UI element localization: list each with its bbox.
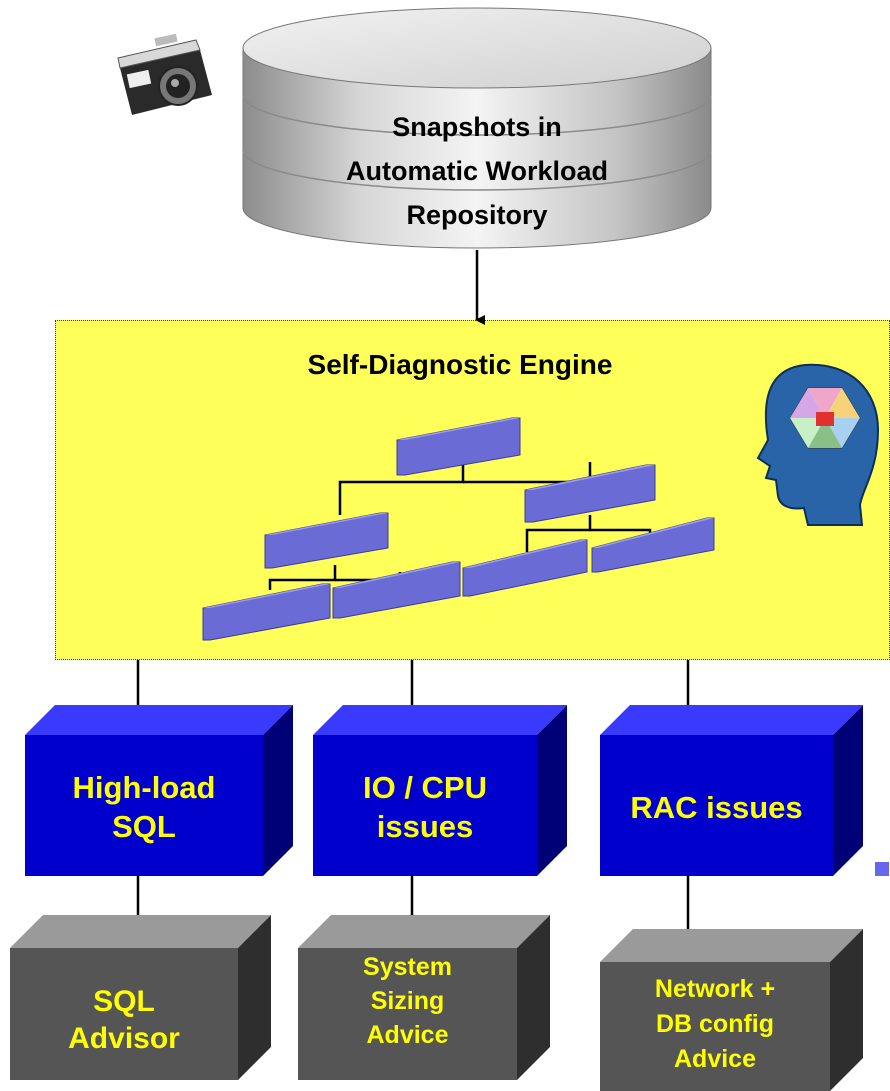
issue-label-high-load-sql: High-load SQL xyxy=(25,758,263,858)
advisor-label-line: Advice xyxy=(366,1020,449,1049)
issue-label-io-cpu: IO / CPU issues xyxy=(313,758,537,858)
bullet-square xyxy=(875,862,889,876)
advisor-label-line: DB config xyxy=(655,1010,775,1038)
issue-label-line: SQL xyxy=(112,809,176,844)
hierarchy-nodes xyxy=(202,417,715,641)
issue-box-high-load-sql xyxy=(25,705,293,876)
issue-box-io-cpu xyxy=(313,705,567,876)
repository-line-3: Repository xyxy=(406,199,548,230)
advisor-label-system-sizing: System Sizing Advice xyxy=(298,945,517,1091)
self-diagnostic-engine-panel xyxy=(55,320,890,660)
advisor-label-network-db-config: Network + DB config Advice xyxy=(600,962,830,1091)
advisor-label-sql-advisor: SQL Advisor xyxy=(10,960,238,1080)
engine-title: Self-Diagnostic Engine xyxy=(307,348,613,380)
issue-label-line: RAC issues xyxy=(630,789,803,825)
issue-label-rac: RAC issues xyxy=(600,758,833,858)
advisor-label-line: System xyxy=(363,953,452,981)
advisor-label-line: Advisor xyxy=(68,1022,180,1055)
advisor-label-line: Advice xyxy=(674,1045,756,1073)
brain-head-icon xyxy=(756,363,880,526)
issue-box-rac xyxy=(600,705,863,876)
advisor-label-line: Sizing xyxy=(370,986,445,1015)
repository-line-1: Snapshots in xyxy=(392,112,562,143)
advisor-label-line: SQL xyxy=(93,984,155,1018)
issue-label-line: High-load xyxy=(72,770,216,806)
camera-icon xyxy=(117,33,212,115)
advisor-label-line: Network + xyxy=(654,975,776,1003)
advisor-box-sql-advisor xyxy=(10,915,271,1080)
database-cylinder xyxy=(242,7,712,249)
issue-label-line: IO / CPU xyxy=(362,770,487,806)
advisor-box-system-sizing xyxy=(298,915,550,1080)
advisor-box-network-db-config xyxy=(600,929,863,1091)
repository-label: Snapshots in Automatic Workload Reposito… xyxy=(270,92,684,252)
issue-label-line: issues xyxy=(376,809,474,844)
repository-line-2: Automatic Workload xyxy=(345,156,609,187)
